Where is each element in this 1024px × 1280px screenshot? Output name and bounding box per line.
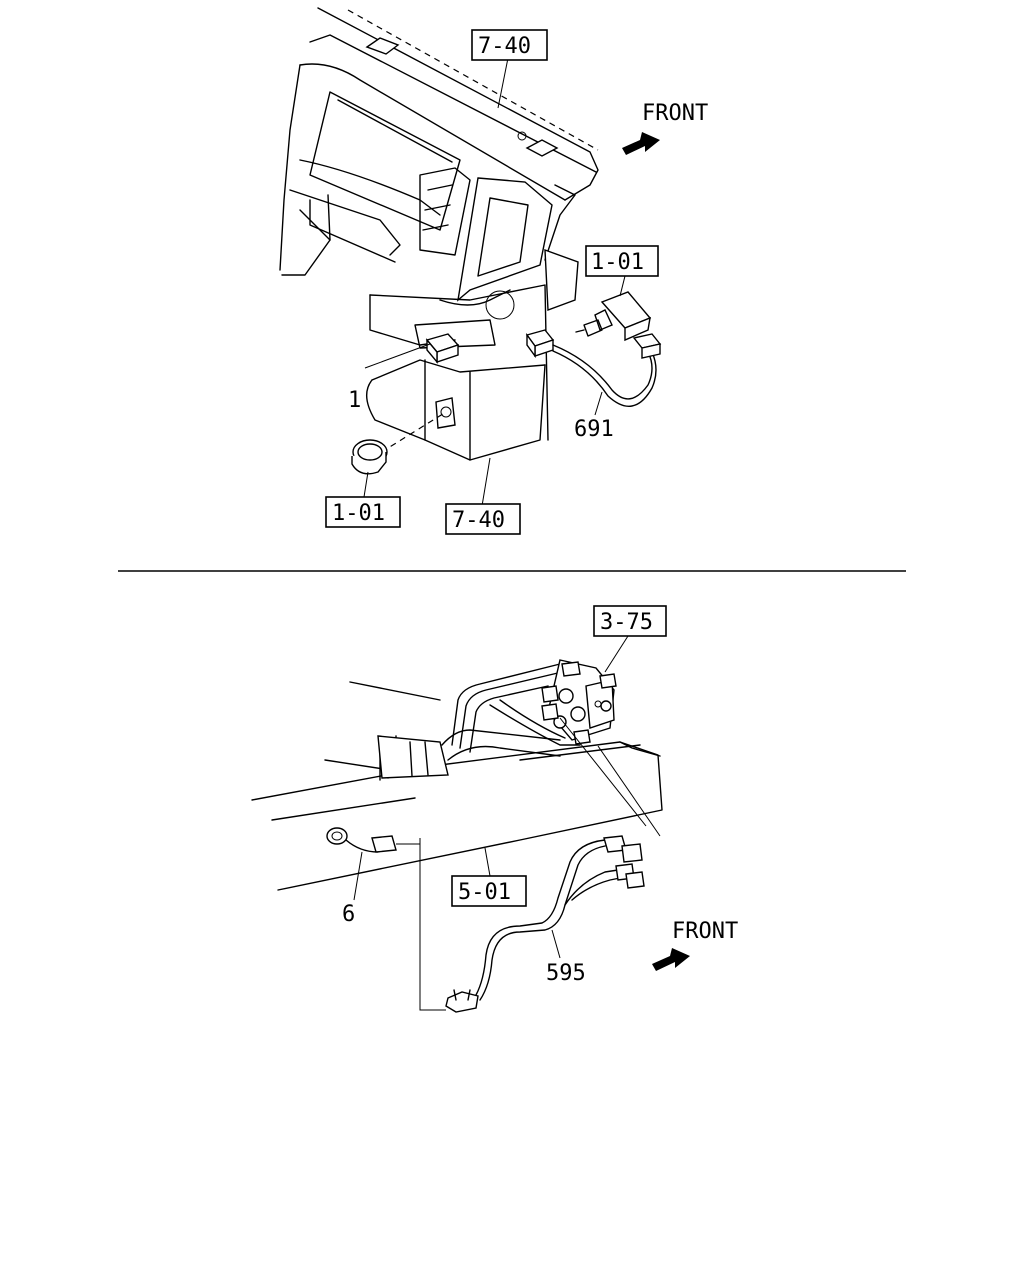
harness-part-6[interactable] [326, 827, 397, 853]
ref-box-7-40-bottom[interactable]: 7-40 [445, 503, 521, 535]
ref-box-3-75[interactable]: 3-75 [593, 605, 667, 637]
ref-box-7-40-top[interactable]: 7-40 [471, 29, 548, 61]
front-arrow-upper: FRONT [622, 101, 708, 155]
ref-label-1-01-knob: 1-01 [332, 501, 385, 526]
harness-595[interactable] [445, 835, 645, 1013]
part-number-691[interactable]: 691 [574, 417, 614, 442]
upper-view: FRONT 7-40 1-01 1-01 7-40 1 691 [279, 7, 708, 535]
dashboard-illustration [279, 7, 599, 461]
ref-label-3-75: 3-75 [600, 610, 653, 635]
ref-box-1-01-knob[interactable]: 1-01 [325, 496, 401, 528]
leader-lines-upper [363, 57, 626, 507]
ref-box-5-01[interactable]: 5-01 [451, 875, 527, 907]
front-arrow-icon [622, 132, 660, 155]
front-arrow-lower: FRONT [652, 919, 738, 971]
harness-691[interactable] [525, 329, 662, 407]
valve-block[interactable] [541, 659, 617, 745]
front-arrow-icon [652, 948, 690, 971]
front-label-lower: FRONT [672, 919, 738, 944]
connector-part-1[interactable] [425, 333, 460, 364]
part-number-1[interactable]: 1 [348, 388, 361, 413]
ref-box-1-01-switch[interactable]: 1-01 [585, 245, 659, 277]
lower-view: FRONT 3-75 5-01 6 595 [251, 605, 738, 1013]
ref-label-7-40-bottom: 7-40 [452, 508, 505, 533]
leader-lines-lower [353, 635, 661, 1011]
knob-component[interactable] [351, 411, 447, 475]
front-label-upper: FRONT [642, 101, 708, 126]
ref-label-5-01: 5-01 [458, 880, 511, 905]
ref-label-7-40-top: 7-40 [478, 34, 531, 59]
frame-illustration [251, 663, 663, 891]
switch-component[interactable] [575, 291, 652, 342]
ref-label-1-01-switch: 1-01 [591, 250, 644, 275]
part-number-6[interactable]: 6 [342, 902, 355, 927]
part-number-595[interactable]: 595 [546, 961, 586, 986]
